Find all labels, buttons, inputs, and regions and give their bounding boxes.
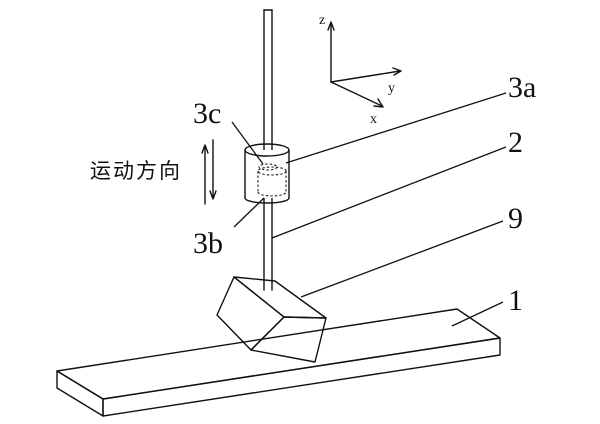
sleeve-cylinder <box>244 143 290 204</box>
base-plate <box>56 308 501 417</box>
block-left-face <box>216 276 285 351</box>
label-3c: 3c <box>193 97 221 130</box>
motion-direction-indicator: 运动方向 <box>90 139 217 205</box>
x-axis-arrowhead <box>373 98 384 108</box>
y-axis-line <box>330 70 401 83</box>
block-front-face <box>250 316 327 363</box>
y-axis-label: y <box>388 81 395 96</box>
leader-lines <box>231 92 507 327</box>
sleeve-top-ellipse <box>244 143 290 157</box>
inner-sensor-cap <box>258 163 278 171</box>
motion-arrow-down-head <box>209 190 217 200</box>
leader-line-2 <box>271 146 507 239</box>
z-axis-label: z <box>319 13 325 28</box>
label-1: 1 <box>508 284 523 317</box>
x-axis-label: x <box>370 112 377 127</box>
motion-direction-label: 运动方向 <box>90 159 182 183</box>
leader-line-1 <box>451 301 504 327</box>
label-2: 2 <box>508 126 523 159</box>
leader-line-9 <box>300 220 504 298</box>
y-axis-arrowhead <box>392 67 402 76</box>
leader-line-3b <box>233 197 265 228</box>
inner-sensor-bottom <box>257 191 287 197</box>
base-plate-front-face <box>102 337 501 417</box>
coordinate-axes: z y x <box>319 13 402 127</box>
label-3b: 3b <box>193 227 223 260</box>
z-axis-arrowhead <box>327 21 335 31</box>
label-9: 9 <box>508 202 523 235</box>
block-top-face <box>233 276 327 319</box>
base-plate-left-face <box>56 370 104 417</box>
part-labels: 3a 2 3c 3b 9 1 <box>193 71 536 317</box>
leader-line-3a <box>285 92 507 164</box>
leader-line-3c <box>231 121 264 165</box>
motion-arrow-up-head <box>201 144 209 154</box>
sleeve-bottom-edge <box>244 197 290 204</box>
block <box>216 276 327 363</box>
label-3a: 3a <box>508 71 536 104</box>
x-axis-line <box>330 81 383 107</box>
